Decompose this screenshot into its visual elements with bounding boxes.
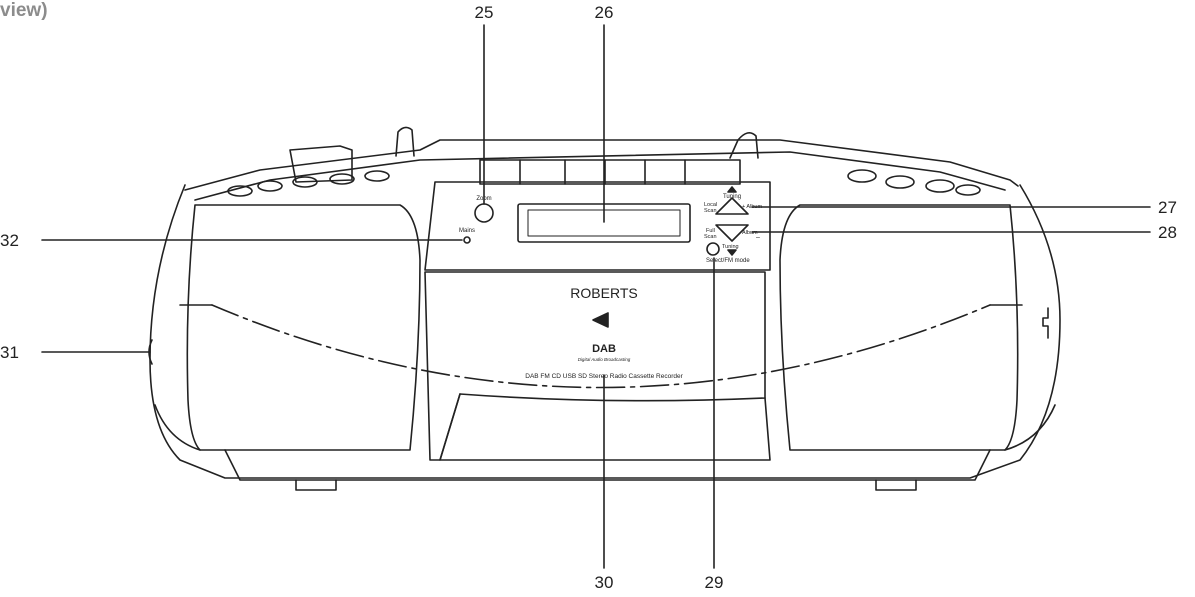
brand-label: ROBERTS [570, 285, 637, 301]
left-handle-post [289, 145, 353, 183]
mains-led [463, 236, 471, 244]
tuning-down-small-arrow [727, 249, 737, 256]
tuning-up-label: Tuning [723, 194, 741, 200]
album-minus-sign: – [756, 234, 760, 241]
select-fm-button [706, 242, 720, 256]
local-scan-label-2: Scan [704, 208, 717, 214]
right-handle-post [729, 132, 759, 159]
right-top-buttons [847, 169, 981, 196]
front-dash-line [211, 304, 991, 389]
left-lower-curve [154, 404, 201, 451]
callout-30: 30 [595, 573, 614, 592]
callout-26: 26 [595, 3, 614, 22]
mains-label: Mains [459, 228, 475, 234]
callout-27: 27 [1158, 198, 1177, 217]
body-outline [149, 184, 1061, 479]
callout-31: 31 [0, 343, 19, 362]
right-speaker-grille [779, 204, 1019, 451]
full-scan-label-1: Full [706, 228, 715, 234]
tuning-down-button [715, 224, 749, 242]
top-housing-inner [194, 151, 1006, 201]
top-housing [184, 139, 1019, 191]
callout-29: 29 [705, 573, 724, 592]
cd-door-lower [439, 393, 771, 461]
full-scan-label-2: Scan [704, 234, 717, 240]
album-minus-label: Album [742, 230, 758, 236]
left-antenna-knob [395, 126, 415, 157]
base-foot-right [875, 479, 917, 491]
right-side-socket [1042, 307, 1049, 339]
cd-door [424, 271, 766, 461]
cassette-keys [479, 159, 741, 185]
base-foot-left [295, 479, 337, 491]
album-plus-label: + Album [742, 204, 762, 210]
select-fm-label: Select/FM mode [706, 258, 750, 264]
zoom-button [474, 203, 494, 223]
callout-25: 25 [475, 3, 494, 22]
tuning-up-button [715, 197, 749, 215]
local-scan-label-1: Local [704, 202, 717, 208]
tuning-down-label: Tuning [722, 244, 739, 250]
product-description: DAB FM CD USB SD Stereo Radio Cassette R… [525, 373, 683, 380]
base-plinth [224, 449, 991, 481]
dab-logo: DAB [592, 343, 616, 355]
page-heading: view) [0, 0, 48, 21]
right-lower-curve [1004, 404, 1056, 451]
dab-logo-subtitle: Digital Audio Broadcasting [578, 357, 631, 362]
zoom-label: Zoom [476, 196, 491, 202]
eject-arrow [592, 312, 609, 328]
callout-32: 32 [0, 231, 19, 250]
left-speaker-grille [186, 204, 421, 451]
left-top-buttons [227, 170, 390, 197]
callout-28: 28 [1158, 223, 1177, 242]
tuning-up-small-arrow [727, 186, 737, 193]
